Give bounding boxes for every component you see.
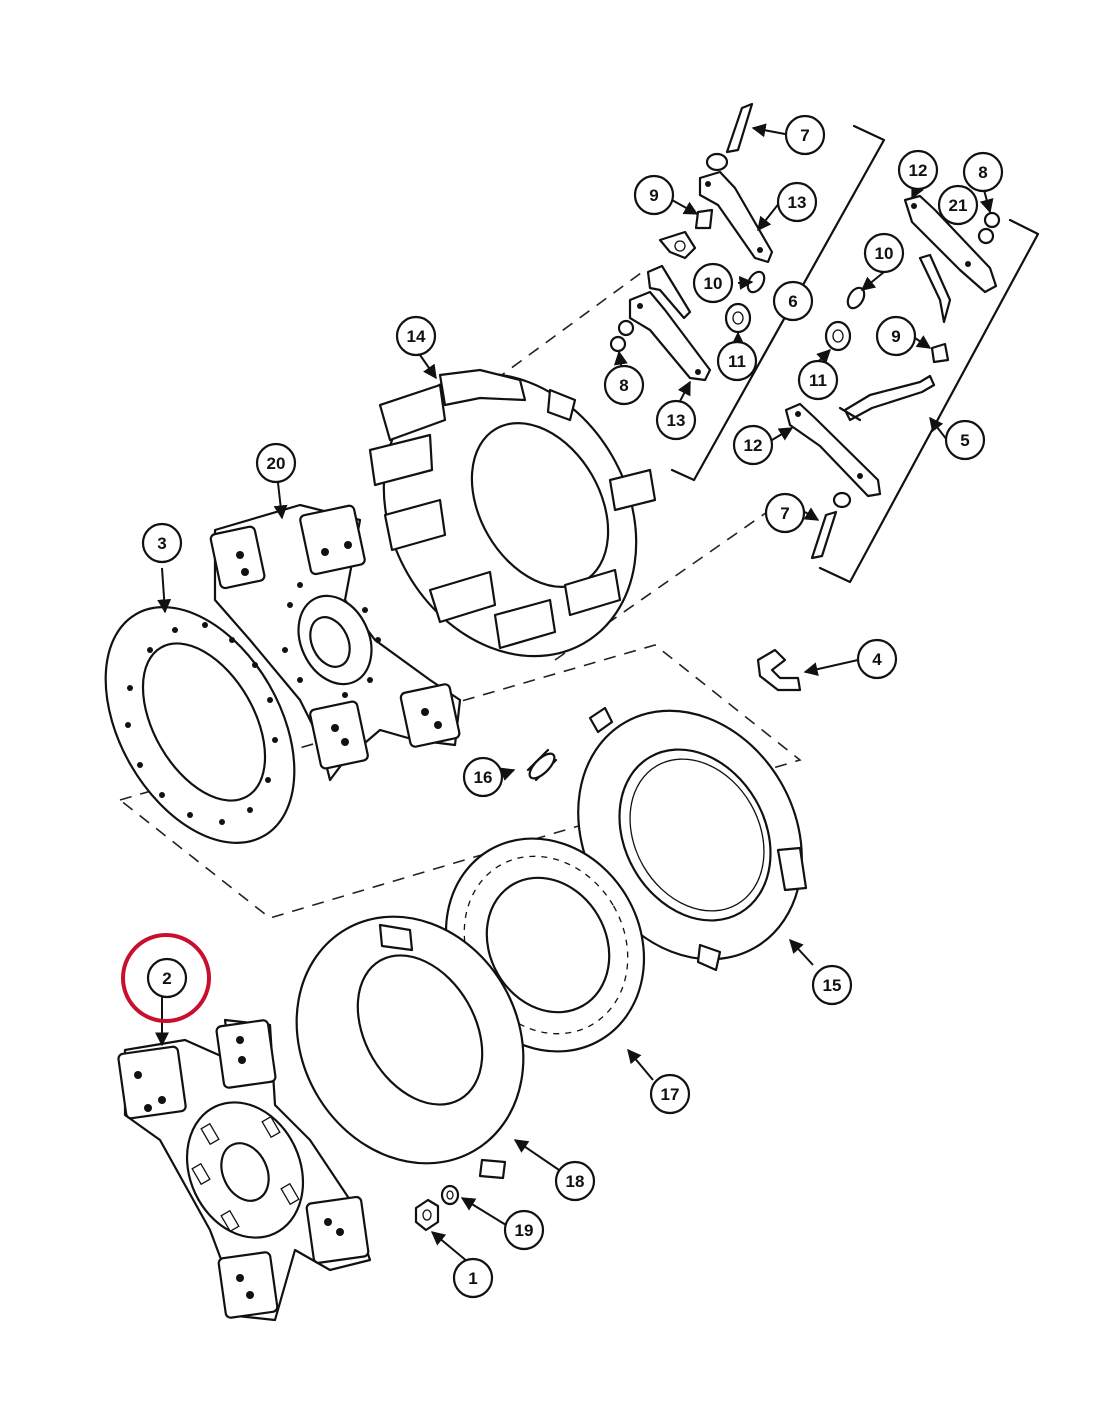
highlight-circle [121, 933, 211, 1023]
svg-text:14: 14 [407, 327, 426, 346]
part-12-lever-upper [903, 194, 998, 294]
svg-text:1: 1 [468, 1269, 477, 1288]
callout-8-right: 8 [962, 151, 1004, 193]
part-4-u-clip [756, 648, 802, 692]
clip-upper [658, 230, 697, 260]
svg-text:20: 20 [267, 454, 286, 473]
svg-text:7: 7 [780, 504, 789, 523]
callout-1: 1 [452, 1257, 494, 1299]
callout-3: 3 [141, 522, 183, 564]
svg-text:18: 18 [566, 1172, 585, 1191]
callout-13-upper: 13 [776, 181, 818, 223]
svg-text:16: 16 [474, 768, 493, 787]
svg-text:4: 4 [872, 650, 882, 669]
part-20-plate [209, 503, 462, 782]
svg-text:8: 8 [978, 163, 987, 182]
callout-9-right: 9 [875, 315, 917, 357]
svg-text:6: 6 [788, 292, 797, 311]
part-1-nut [414, 1198, 440, 1232]
dashed-box-lower [118, 644, 802, 919]
leader-lines [155, 123, 994, 1263]
callout-2: 2 [146, 957, 188, 999]
svg-text:12: 12 [909, 161, 928, 180]
callout-4: 4 [856, 638, 898, 680]
callout-7-top: 7 [784, 114, 826, 156]
part-7-pin-lower [810, 491, 852, 560]
part-14-housing [368, 368, 657, 658]
callout-8-left: 8 [603, 364, 645, 406]
part-15-pressure-plate [577, 706, 808, 972]
spring-right [918, 253, 952, 324]
part-19-washer [440, 1184, 460, 1206]
part-7-pin-top [705, 102, 754, 172]
callout-15: 15 [811, 964, 853, 1006]
callout-7-lower: 7 [764, 492, 806, 534]
callout-14: 14 [395, 315, 437, 357]
svg-text:10: 10 [704, 274, 723, 293]
svg-text:13: 13 [788, 193, 807, 212]
callout-6: 6 [772, 280, 814, 322]
svg-text:9: 9 [891, 327, 900, 346]
callout-21: 21 [937, 184, 979, 226]
svg-text:9: 9 [649, 186, 658, 205]
callout-12-upper: 12 [897, 149, 939, 191]
svg-text:5: 5 [960, 431, 969, 450]
part-13-lever-lower [628, 290, 712, 382]
callout-10-right: 10 [863, 232, 905, 274]
svg-text:10: 10 [875, 244, 894, 263]
part-11-roller-right [824, 320, 852, 352]
part-18-cover [295, 915, 525, 1180]
svg-text:8: 8 [619, 376, 628, 395]
callout-20: 20 [255, 442, 297, 484]
svg-text:15: 15 [823, 976, 842, 995]
svg-text:12: 12 [744, 436, 763, 455]
svg-text:17: 17 [661, 1085, 680, 1104]
svg-text:7: 7 [800, 126, 809, 145]
callout-16: 16 [462, 756, 504, 798]
svg-text:2: 2 [162, 969, 171, 988]
callout-12-lower: 12 [732, 424, 774, 466]
part-9-pin-upper [694, 208, 714, 230]
callout-10-upper: 10 [692, 262, 734, 304]
svg-text:19: 19 [515, 1221, 534, 1240]
part-9-pin-right [930, 342, 950, 364]
bracket-5 [818, 218, 1040, 584]
callout-17: 17 [649, 1073, 691, 1115]
callout-18: 18 [554, 1160, 596, 1202]
callout-11-right: 11 [797, 359, 839, 401]
svg-text:21: 21 [949, 196, 968, 215]
part-2-clutch-disc [117, 1018, 372, 1322]
part-16-spring [526, 748, 558, 782]
part-8-pins-left [609, 319, 635, 353]
part-3-disc [104, 606, 296, 844]
dashed-line-upper-a [494, 269, 646, 381]
svg-text:13: 13 [667, 411, 686, 430]
svg-text:3: 3 [157, 534, 166, 553]
callout-13-lower: 13 [655, 399, 697, 441]
callout-9-upper: 9 [633, 174, 675, 216]
callout-5: 5 [944, 419, 986, 461]
spring-upper [646, 264, 692, 320]
part-21-and-8-pins [977, 211, 1001, 245]
callout-19: 19 [503, 1209, 545, 1251]
part-5-link [838, 374, 936, 422]
svg-text:11: 11 [728, 352, 746, 371]
part-12-lever-lower [784, 402, 882, 498]
part-11-roller-upper [724, 302, 752, 334]
callout-11-upper: 11 [716, 340, 758, 382]
part-13-lever-upper [698, 170, 774, 264]
svg-text:11: 11 [809, 371, 827, 390]
